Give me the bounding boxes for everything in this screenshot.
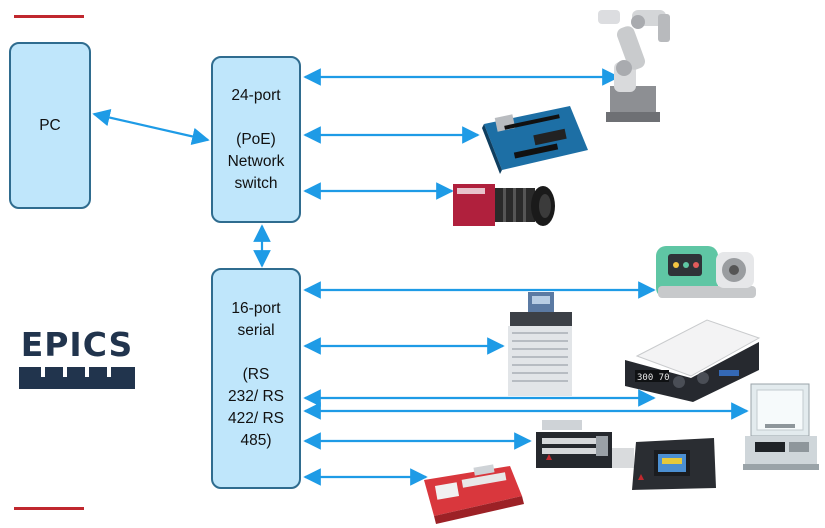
robot-arm-image: [598, 10, 670, 122]
pc-box: PC: [9, 42, 91, 209]
arrow-pc-switch: [92, 108, 210, 146]
epics-logo-bar: [19, 367, 135, 389]
svg-text:300 70: 300 70: [637, 373, 670, 383]
serial-box: 16-port serial (RS 232/ RS 422/ RS 485): [211, 268, 301, 489]
thermostat-bath-image: [508, 292, 572, 396]
pc-label: PC: [39, 116, 61, 134]
serial-label: 16-port serial (RS 232/ RS 422/ RS 485): [227, 300, 284, 449]
bottom-accent-rule: [14, 507, 84, 510]
epics-logo: EPICS: [19, 327, 135, 389]
network-switch-label: 24-port (PoE) Network switch: [227, 86, 285, 192]
arduino-board-image: [482, 106, 588, 174]
syringe-pump-red-image: [424, 464, 524, 524]
industrial-camera-image: [453, 184, 555, 226]
hotplate-stirrer-image: 300 70: [625, 319, 761, 402]
syringe-pump-dual-image: [536, 420, 634, 468]
peristaltic-pump-image: [656, 246, 756, 298]
pump-controller-image: [632, 438, 716, 490]
network-switch-box: 24-port (PoE) Network switch: [211, 56, 301, 223]
analytical-balance-image: [743, 383, 819, 470]
top-accent-rule: [14, 15, 84, 18]
epics-logo-text: EPICS: [20, 325, 134, 364]
